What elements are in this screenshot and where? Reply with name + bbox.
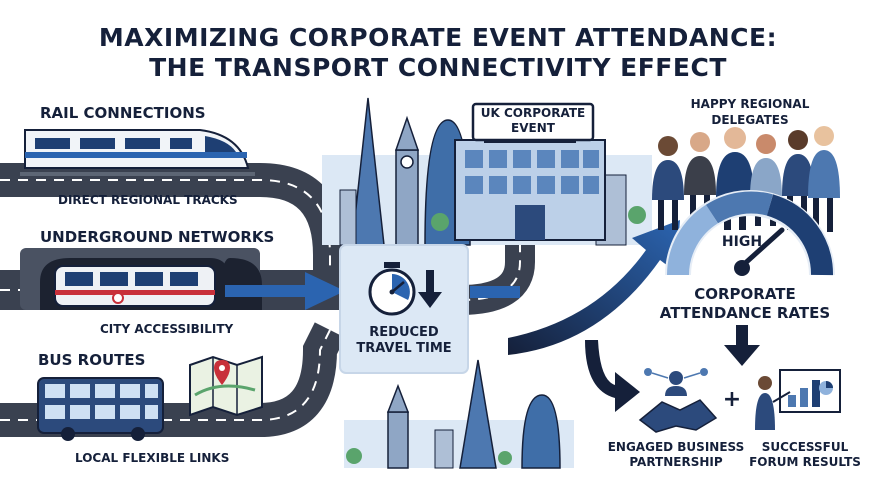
plus-sign: +: [722, 387, 742, 412]
arrow-middle-in: [225, 272, 345, 310]
delegates-line2: DELEGATES: [711, 113, 789, 127]
map-icon: [189, 355, 263, 417]
event-sign: UK CORPORATE EVENT: [473, 106, 593, 136]
travel-box-line1: REDUCED: [369, 325, 439, 340]
arrow-rise: [508, 220, 680, 355]
metro-icon: [20, 248, 262, 310]
presentation-icon: [755, 369, 841, 430]
attendance-line1: CORPORATE: [694, 285, 796, 303]
page-title-line2: THE TRANSPORT CONNECTIVITY EFFECT: [149, 53, 727, 82]
bus-caption: LOCAL FLEXIBLE LINKS: [75, 451, 230, 465]
road-top: [0, 163, 347, 270]
event-sign-line1: UK CORPORATE: [480, 106, 586, 120]
page-title-line1: MAXIMIZING CORPORATE EVENT ATTENDANCE:: [98, 23, 778, 52]
underground-heading: UNDERGROUND NETWORKS: [40, 228, 275, 246]
outcome-forum-line1: SUCCESSFUL: [761, 440, 849, 454]
outcome-partnership: ENGAGED BUSINESS PARTNERSHIP: [606, 440, 746, 470]
bus-heading: BUS ROUTES: [38, 351, 146, 369]
skyline-bottom: [344, 359, 574, 469]
attendance-line2: ATTENDANCE RATES: [659, 304, 831, 322]
arrow-down: [724, 325, 760, 366]
arrow-branch: [585, 340, 640, 412]
travel-box-line2: TRAVEL TIME: [356, 341, 452, 356]
outcome-partnership-line1: ENGAGED BUSINESS: [607, 440, 745, 454]
gauge-label: HIGH: [721, 234, 763, 250]
attendance-label: CORPORATE ATTENDANCE RATES: [650, 285, 840, 323]
building-icon: [454, 102, 606, 241]
bus-icon: [37, 377, 164, 441]
outcome-partnership-line2: PARTNERSHIP: [629, 455, 723, 469]
delegates-label: HAPPY REGIONAL DELEGATES: [670, 96, 830, 128]
event-sign-line2: EVENT: [511, 121, 555, 135]
travel-box-label: REDUCED TRAVEL TIME: [340, 325, 468, 357]
gauge-icon: [665, 190, 835, 276]
rail-caption: DIRECT REGIONAL TRACKS: [58, 193, 238, 207]
handshake-icon: [638, 368, 718, 433]
underground-caption: CITY ACCESSIBILITY: [100, 322, 234, 336]
train-icon: [20, 129, 255, 176]
arrow-center-out: [470, 286, 520, 298]
outcome-forum: SUCCESSFUL FORUM RESULTS: [740, 440, 870, 470]
stopwatch-icon: [368, 262, 442, 316]
outcome-forum-line2: FORUM RESULTS: [749, 455, 861, 469]
delegates-line1: HAPPY REGIONAL: [690, 97, 810, 111]
road-bottom: [0, 322, 346, 437]
rail-heading: RAIL CONNECTIONS: [40, 104, 206, 122]
